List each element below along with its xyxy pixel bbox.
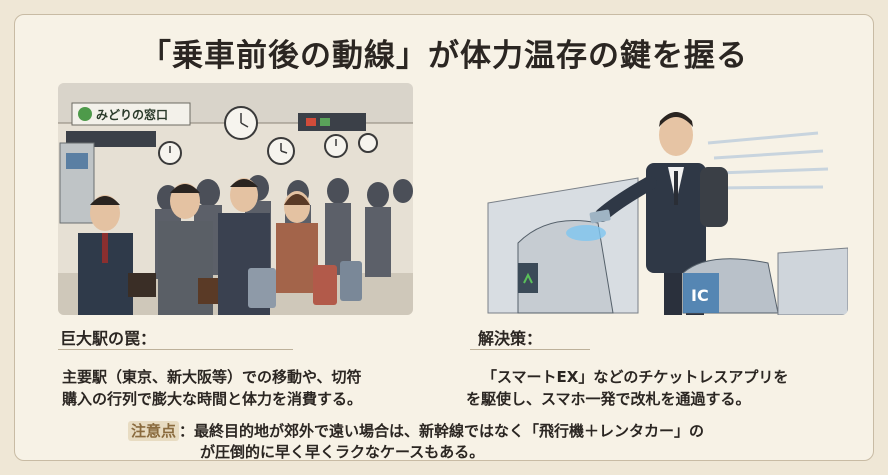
backpack-icon: [700, 167, 728, 227]
smartphone-icon: [589, 209, 611, 224]
right-divider: [470, 349, 590, 350]
caution-label: 注意点: [128, 421, 180, 441]
caution-text-line2: が圧倒的に早く早くラクなケースもある。: [200, 443, 485, 461]
trap-heading: 巨大駅の罠：: [60, 329, 157, 348]
arrow-up-icon: [523, 272, 533, 284]
caution-text-line1: 最終目的地が郊外で遠い場合は、新幹線ではなく「飛行機＋レンタカー」の: [194, 422, 705, 440]
solution-description: 「スマートEX」などのチケットレスアプリを を駆使し、スマホ一発で改札を通過する…: [466, 368, 789, 408]
clock-icon: [358, 133, 378, 153]
ticket-office-sign: みどりの窓口: [96, 107, 168, 122]
solution-heading: 解決策：: [478, 329, 543, 348]
crowded-station-illustration: みどりの窓口: [58, 83, 413, 315]
green-sign-icon: [78, 107, 92, 121]
ic-gate-label: IC: [691, 286, 709, 305]
ticket-gate-illustration: IC: [478, 83, 848, 315]
page-title: 「乗車前後の動線」が体力温存の鍵を握る: [140, 38, 748, 74]
caution-note: 注意点：最終目的地が郊外で遠い場合は、新幹線ではなく「飛行機＋レンタカー」の が…: [128, 421, 848, 463]
left-divider: [58, 349, 293, 350]
trap-description: 主要駅（東京、新大阪等）での移動や、切符 購入の行列で膨大な時間と体力を消費する…: [62, 368, 363, 408]
